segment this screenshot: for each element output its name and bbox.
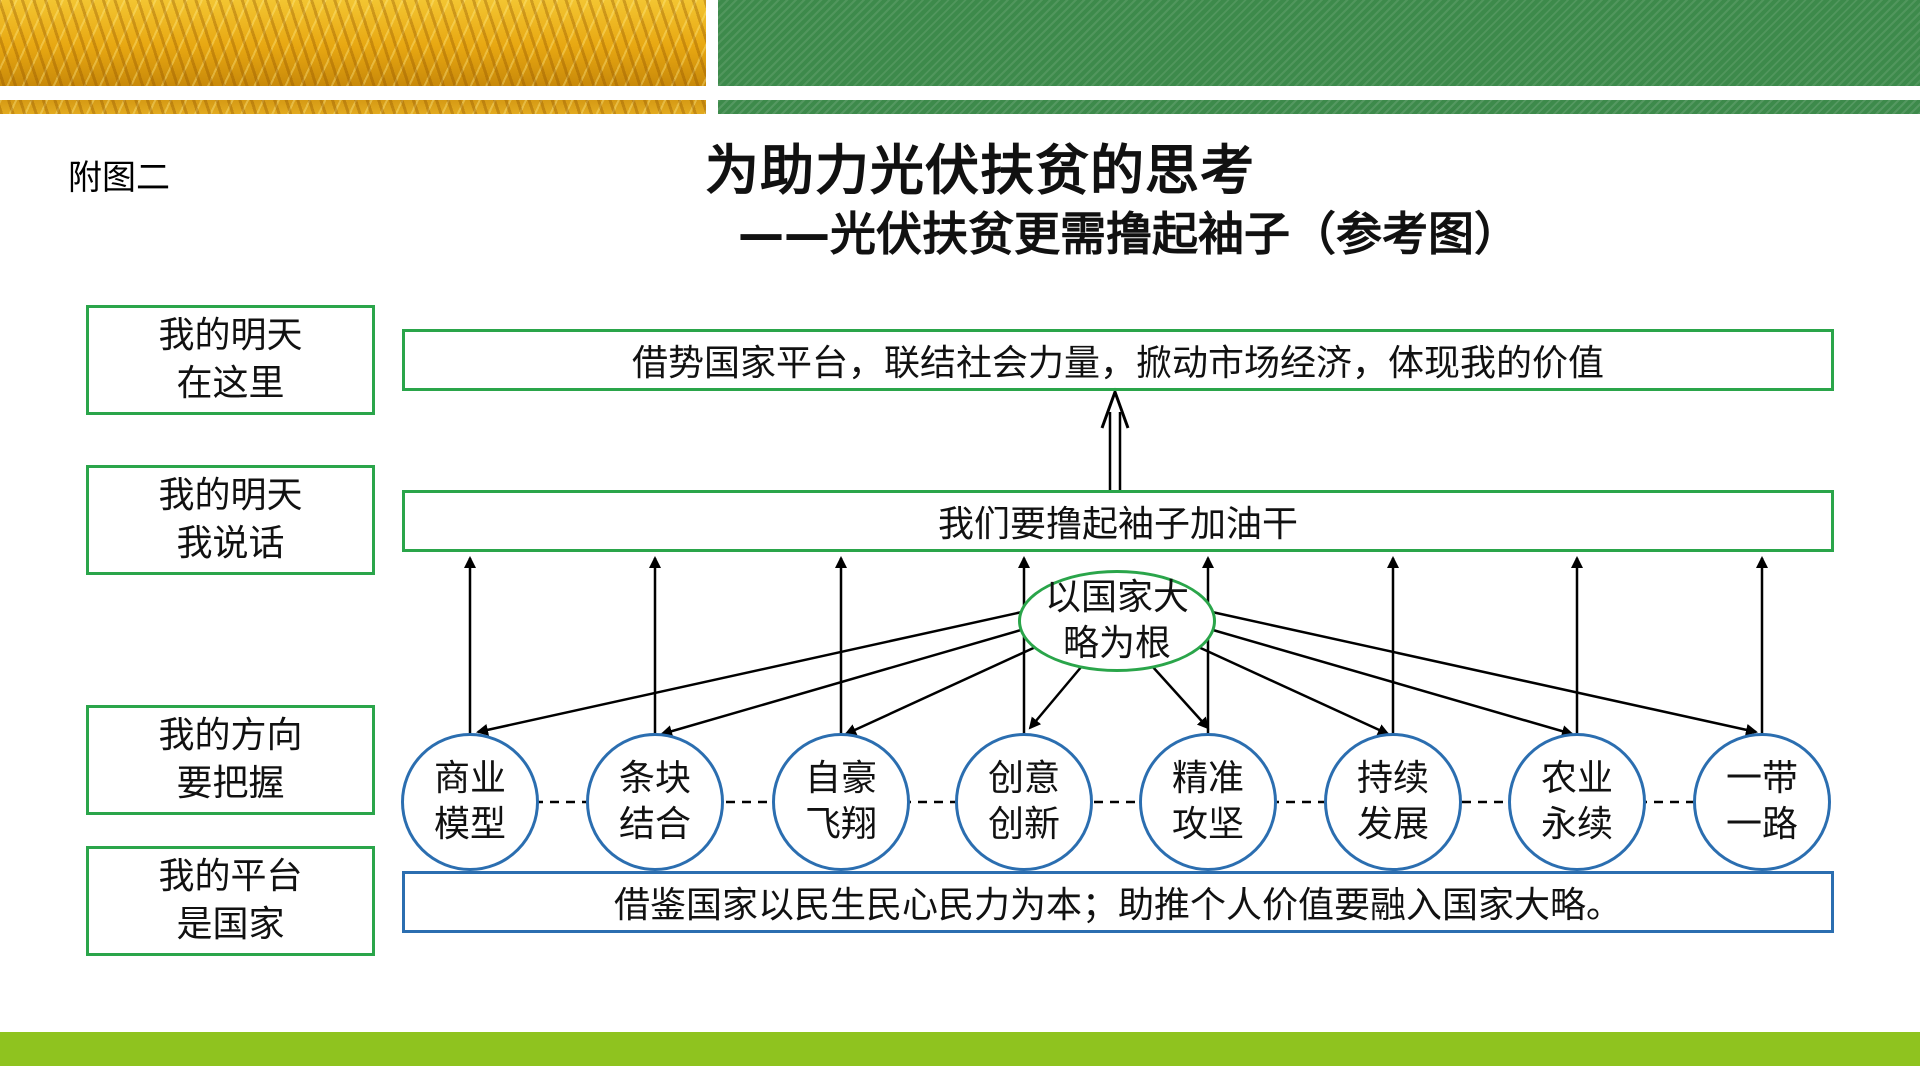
circle-precision: 精准 攻坚 [1139, 733, 1277, 871]
top-goal-bar: 借势国家平台，联结社会力量，掀动市场经济，体现我的价值 [402, 329, 1834, 391]
fan-arrow-4 [1030, 666, 1082, 728]
fan-arrow-2 [662, 628, 1028, 734]
fan-arrow-3 [846, 645, 1040, 734]
fan-arrow-1 [478, 612, 1022, 732]
fan-arrow-8 [1212, 612, 1756, 732]
fan-arrow-7 [1206, 628, 1572, 734]
circle-business-model: 商业 模型 [401, 733, 539, 871]
bottom-platform-bar: 借鉴国家以民生民心民力为本；助推个人价值要融入国家大略。 [402, 871, 1834, 933]
circle-innovation: 创意 创新 [955, 733, 1093, 871]
double-up-arrow [1102, 392, 1128, 490]
circle-proud-flight: 自豪 飞翔 [772, 733, 910, 871]
root-node-ellipse: 以国家大 略为根 [1018, 570, 1216, 672]
fan-arrow-5 [1152, 666, 1208, 728]
footer-band [0, 1032, 1920, 1066]
circle-sustainable: 持续 发展 [1324, 733, 1462, 871]
fan-arrow-6 [1194, 645, 1388, 734]
middle-action-bar: 我们要撸起袖子加油干 [402, 490, 1834, 552]
circle-sector-integration: 条块 结合 [586, 733, 724, 871]
circle-agriculture: 农业 永续 [1508, 733, 1646, 871]
circle-belt-road: 一带 一路 [1693, 733, 1831, 871]
